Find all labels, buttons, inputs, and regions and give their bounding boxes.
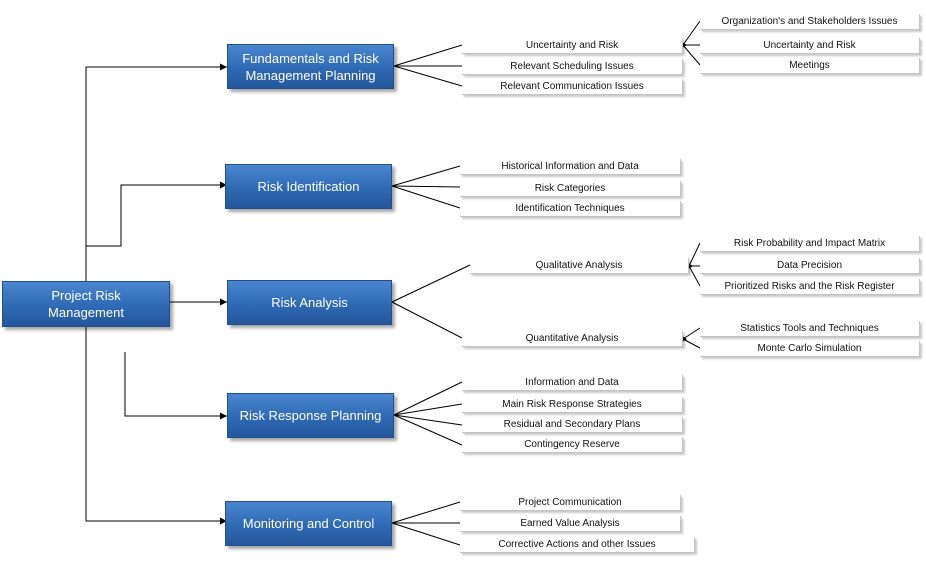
connector-root-monitoring xyxy=(85,326,227,525)
item-identification-techniques: Identification Techniques xyxy=(460,201,681,217)
item-corrective-actions: Corrective Actions and other Issues xyxy=(460,537,695,553)
item-information-and-data: Information and Data xyxy=(462,375,683,391)
subitem-meetings: Meetings xyxy=(700,58,920,74)
item-residual-secondary-plans: Residual and Secondary Plans xyxy=(462,417,683,433)
subitem-uncertainty-and-risk: Uncertainty and Risk xyxy=(700,38,920,54)
item-relevant-communication-issues: Relevant Communication Issues xyxy=(462,79,683,95)
subitem-risk-probability-impact-matrix: Risk Probability and Impact Matrix xyxy=(700,236,920,252)
branch-monitoring-control: Monitoring and Control xyxy=(225,501,392,546)
item-quantitative-analysis: Quantitative Analysis xyxy=(462,331,683,347)
subitem-prioritized-risks: Prioritized Risks and the Risk Register xyxy=(700,279,920,295)
branch-risk-identification: Risk Identification xyxy=(225,164,392,209)
item-risk-categories: Risk Categories xyxy=(460,181,681,197)
item-historical-information: Historical Information and Data xyxy=(460,159,681,175)
branch-fundamentals: Fundamentals and Risk Management Plannin… xyxy=(227,44,394,89)
branch-monitoring-control-label: Monitoring and Control xyxy=(242,516,375,531)
item-qualitative-analysis: Qualitative Analysis xyxy=(470,258,689,274)
item-relevant-scheduling-issues: Relevant Scheduling Issues xyxy=(462,59,683,75)
item-main-risk-response-strategies: Main Risk Response Strategies xyxy=(462,397,683,413)
item-earned-value-analysis: Earned Value Analysis xyxy=(460,516,681,532)
item-project-communication: Project Communication xyxy=(460,495,681,511)
connector-root-response xyxy=(124,352,227,420)
subitem-data-precision: Data Precision xyxy=(700,258,920,274)
subitem-monte-carlo-simulation: Monte Carlo Simulation xyxy=(700,341,920,357)
branch-risk-response-planning: Risk Response Planning xyxy=(227,393,394,438)
subitem-organizations-stakeholders-issues: Organization's and Stakeholders Issues xyxy=(700,14,920,30)
item-uncertainty-and-risk: Uncertainty and Risk xyxy=(462,38,683,54)
branch-risk-analysis: Risk Analysis xyxy=(227,280,392,325)
root-node: Project Risk Management xyxy=(2,281,170,327)
subitem-statistics-tools: Statistics Tools and Techniques xyxy=(700,321,920,337)
branch-risk-response-planning-label: Risk Response Planning xyxy=(239,408,382,423)
branch-risk-analysis-label: Risk Analysis xyxy=(271,295,348,310)
connector-root-fundamentals xyxy=(85,63,227,282)
root-node-label: Project Risk Management xyxy=(48,288,124,320)
item-contingency-reserve: Contingency Reserve xyxy=(462,437,683,453)
branch-fundamentals-label: Fundamentals and Risk Management Plannin… xyxy=(242,50,379,83)
connector-root-identification xyxy=(86,181,227,247)
branch-risk-identification-label: Risk Identification xyxy=(257,179,360,194)
